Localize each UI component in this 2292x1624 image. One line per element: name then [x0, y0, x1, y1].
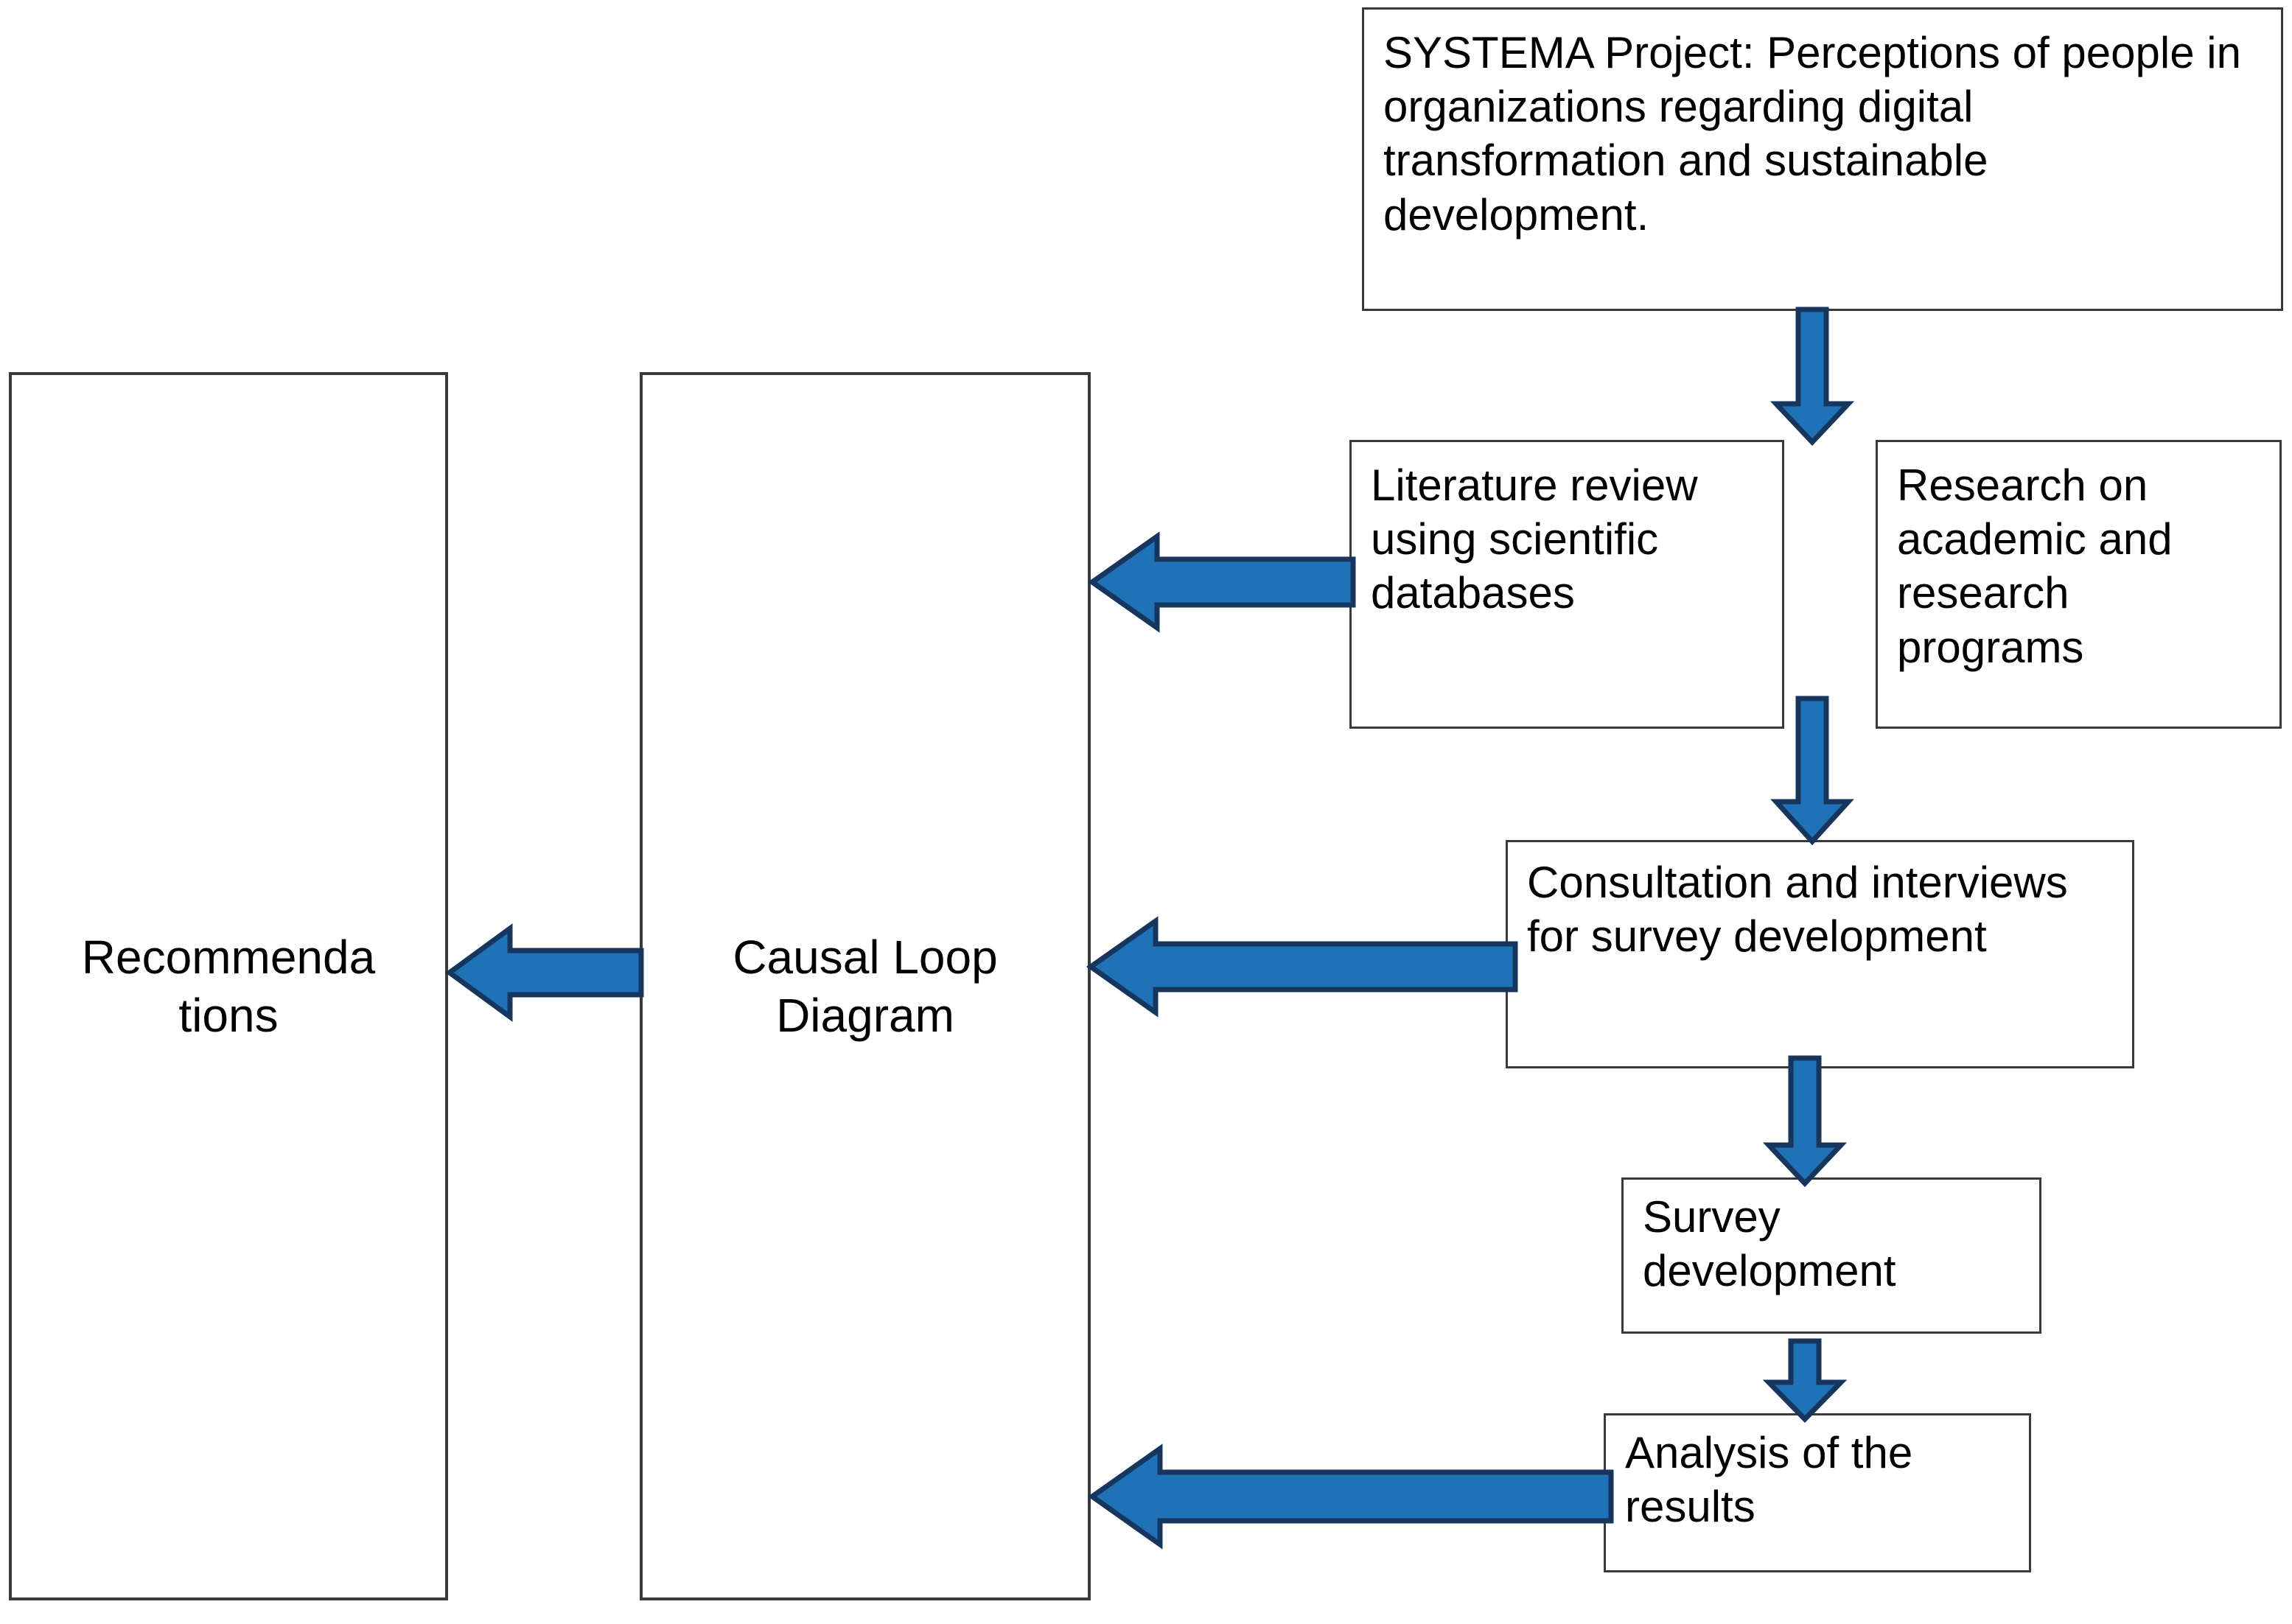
node-analysis-of-results-label: Analysis of the results — [1625, 1428, 1913, 1532]
node-survey-development-label: Survey development — [1643, 1192, 1896, 1296]
node-survey-development[interactable]: Survey development — [1621, 1177, 2041, 1334]
node-causal-loop-diagram[interactable]: Causal Loop Diagram — [640, 372, 1091, 1600]
arrow-survey-to-analysis-icon — [1762, 1338, 1848, 1424]
node-recommendations-label: Recommenda tions — [81, 931, 376, 1042]
node-literature-review[interactable]: Literature review using scientific datab… — [1349, 440, 1784, 729]
arrow-project-to-research-icon — [1769, 307, 1855, 447]
arrow-research-to-consultation-icon — [1770, 696, 1854, 846]
node-research-programs-label: Research on academic and research progra… — [1897, 461, 2173, 672]
node-systema-project-label: SYSTEMA Project: Perceptions of people i… — [1383, 28, 2241, 239]
node-consultation-interviews-label: Consultation and interviews for survey d… — [1527, 858, 2068, 962]
node-literature-review-label: Literature review using scientific datab… — [1371, 461, 1698, 618]
node-analysis-of-results[interactable]: Analysis of the results — [1604, 1413, 2031, 1572]
arrow-consultation-to-survey-icon — [1762, 1055, 1848, 1188]
arrow-analysis-to-cld-icon — [1087, 1428, 1614, 1565]
arrow-consultation-to-cld-icon — [1086, 900, 1518, 1033]
node-research-programs[interactable]: Research on academic and research progra… — [1876, 440, 2282, 729]
node-recommendations[interactable]: Recommenda tions — [9, 372, 448, 1600]
node-causal-loop-diagram-label: Causal Loop Diagram — [733, 931, 998, 1042]
arrow-cld-to-recommendations-icon — [445, 912, 644, 1033]
node-consultation-interviews[interactable]: Consultation and interviews for survey d… — [1506, 840, 2134, 1068]
arrow-literature-to-cld-icon — [1087, 516, 1356, 648]
node-systema-project[interactable]: SYSTEMA Project: Perceptions of people i… — [1362, 7, 2283, 311]
